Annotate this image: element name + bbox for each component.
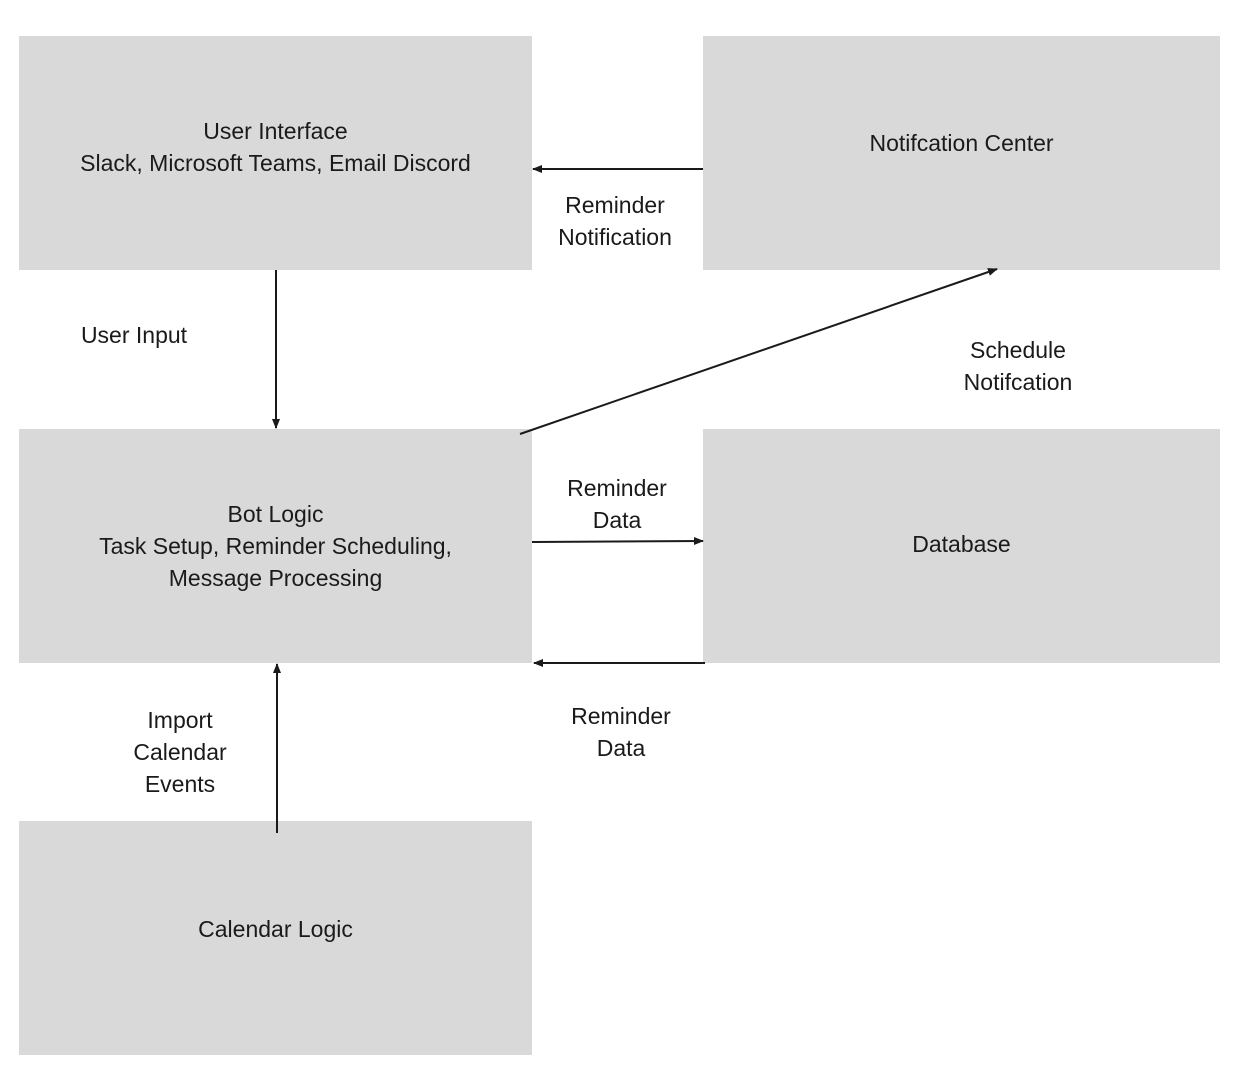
edge-label-user-input: User Input [81, 319, 187, 351]
edge-label-reminder-data-out-line1: Reminder [567, 475, 667, 501]
node-user-interface-title: User Interface [203, 118, 348, 144]
edge-label-schedule-notification-line1: Schedule [970, 337, 1066, 363]
node-bot-logic[interactable]: Bot Logic Task Setup, Reminder Schedulin… [19, 429, 532, 663]
edge-label-reminder-notification-line1: Reminder [565, 192, 665, 218]
node-user-interface-subtitle: Slack, Microsoft Teams, Email Discord [80, 150, 471, 176]
node-bot-logic-title: Bot Logic [227, 501, 324, 527]
edge-label-import-calendar-events-line2: Calendar [133, 739, 227, 765]
edge-label-import-calendar-events-line1: Import [147, 707, 213, 733]
edge-label-reminder-data-in-line1: Reminder [571, 703, 671, 729]
node-bot-logic-line3: Message Processing [168, 565, 383, 591]
node-user-interface[interactable]: User Interface Slack, Microsoft Teams, E… [19, 36, 532, 270]
edge-label-reminder-data-out-line2: Data [592, 507, 642, 533]
node-calendar-logic[interactable]: Calendar Logic [19, 821, 532, 1055]
edge-label-reminder-notification-line2: Notification [558, 224, 672, 250]
edge-label-schedule-notification: Schedule Notifcation [964, 334, 1073, 398]
node-database[interactable]: Database [703, 429, 1220, 663]
node-database-title: Database [912, 531, 1011, 557]
node-notification-center-title: Notifcation Center [869, 130, 1054, 156]
edge-label-reminder-notification: Reminder Notification [558, 189, 672, 253]
node-notification-center[interactable]: Notifcation Center [703, 36, 1220, 270]
edge-reminder-data-out-arrow [531, 537, 704, 546]
edge-label-import-calendar-events: Import Calendar Events [133, 704, 226, 800]
edge-label-import-calendar-events-line3: Events [144, 771, 216, 797]
edge-label-reminder-data-out: Reminder Data [567, 472, 667, 536]
edge-label-reminder-data-in-line2: Data [596, 735, 646, 761]
node-calendar-logic-title: Calendar Logic [198, 916, 353, 942]
node-bot-logic-line2: Task Setup, Reminder Scheduling, [99, 533, 452, 559]
edge-label-schedule-notification-line2: Notifcation [963, 369, 1073, 395]
edge-label-user-input-text: User Input [80, 322, 188, 348]
edge-schedule-notification-arrow [519, 268, 998, 435]
edge-label-reminder-data-in: Reminder Data [571, 700, 671, 764]
